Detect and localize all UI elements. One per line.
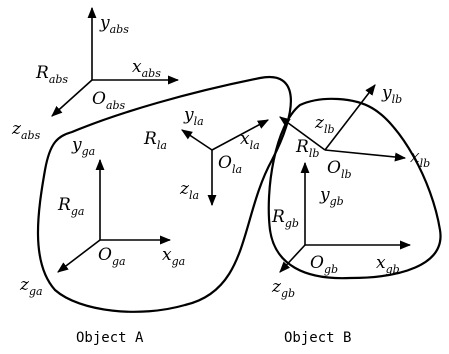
z-abs-axis <box>51 79 93 117</box>
object-b-caption: Object B <box>284 330 351 346</box>
x-la-axis <box>211 119 269 151</box>
z-gb-label: zgb <box>271 277 295 300</box>
object-a-caption: Object A <box>76 330 144 346</box>
y-gb-label: ygb <box>319 185 344 208</box>
o-ga-label: Oga <box>98 245 126 268</box>
y-lb-axis <box>324 84 376 151</box>
o-la-label: Ola <box>218 153 242 176</box>
x-lb-axis <box>324 149 407 162</box>
x-lb-label: xlb <box>410 147 430 170</box>
r-ga-label: Rga <box>57 195 84 218</box>
r-gb-label: Rgb <box>271 207 299 230</box>
z-ga-label: zga <box>19 275 43 298</box>
frame-gb: ygb Rgb Ogb xgb zgb <box>271 161 412 300</box>
frame-ga: yga Rga Oga xga zga <box>19 135 185 298</box>
x-abs-label: xabs <box>132 57 161 80</box>
object-a-outline <box>36 75 292 313</box>
x-ga-label: xga <box>162 245 185 268</box>
r-abs-label: Rabs <box>35 63 68 86</box>
frame-abs: yabs xabs Rabs Oabs zabs <box>11 6 180 142</box>
y-ga-label: yga <box>71 135 95 158</box>
o-gb-label: Ogb <box>310 253 338 276</box>
r-lb-label: Rlb <box>295 137 319 160</box>
z-lb-axis <box>279 116 326 151</box>
x-la-label: xla <box>240 129 260 152</box>
z-lb-label: zlb <box>314 113 335 136</box>
z-abs-label: zabs <box>11 119 41 142</box>
z-ga-axis <box>57 239 101 273</box>
y-lb-label: ylb <box>381 83 402 106</box>
frame-la: yla Rla xla Ola zla <box>143 105 269 207</box>
r-la-label: Rla <box>143 129 167 152</box>
x-gb-label: xgb <box>376 253 400 276</box>
o-abs-label: Oabs <box>92 89 126 112</box>
y-la-label: yla <box>183 105 204 128</box>
o-lb-label: Olb <box>327 158 352 181</box>
y-la-axis <box>181 129 213 151</box>
object-b-outline <box>267 97 442 280</box>
y-abs-label: yabs <box>99 13 129 36</box>
z-la-label: zla <box>179 179 199 202</box>
z-gb-axis <box>279 244 306 273</box>
frame-lb: ylb zlb Rlb Olb xlb <box>279 83 430 181</box>
